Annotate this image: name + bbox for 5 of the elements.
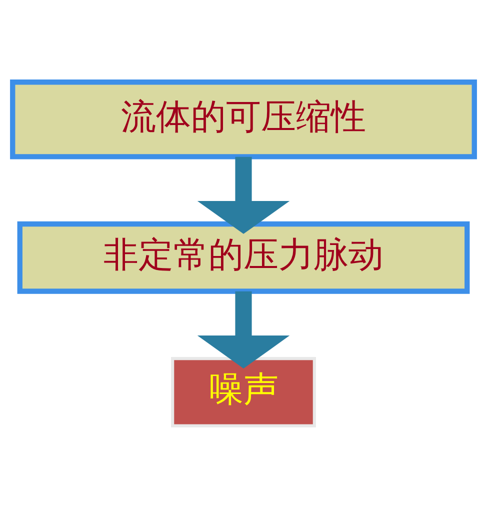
node-box: 噪声 <box>171 356 316 427</box>
arrow <box>197 156 290 234</box>
node-box: 流体的可压缩性 <box>10 79 477 159</box>
arrow <box>197 290 290 368</box>
node-box: 非定常的压力脉动 <box>17 220 470 294</box>
